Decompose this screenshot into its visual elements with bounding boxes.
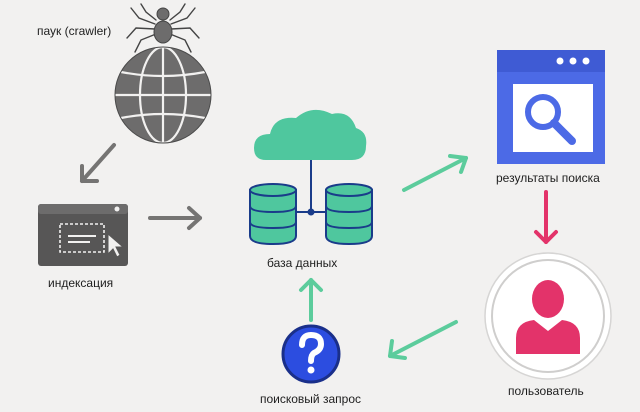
- search-query-label: поисковый запрос: [260, 392, 361, 406]
- arrow-user-to-query: [388, 320, 458, 360]
- browser-window-cursor-icon: [38, 204, 128, 266]
- cloud-database-icon: [249, 109, 373, 246]
- arrow-results-to-user: [534, 190, 558, 244]
- arrow-query-to-database: [299, 278, 323, 322]
- search-results-label: результаты поиска: [496, 171, 600, 185]
- user-avatar-icon: [484, 252, 612, 380]
- question-mark-icon: [281, 324, 341, 384]
- crawler-label: паук (crawler): [37, 24, 112, 38]
- spider-on-globe-icon: [114, 3, 212, 145]
- arrow-crawler-to-indexing: [80, 143, 116, 183]
- database-label: база данных: [267, 256, 338, 270]
- user-label: пользователь: [508, 384, 584, 398]
- browser-search-icon: [497, 50, 605, 164]
- arrow-indexing-to-database: [148, 206, 202, 230]
- indexing-label: индексация: [48, 276, 114, 290]
- arrow-database-to-results: [402, 154, 468, 192]
